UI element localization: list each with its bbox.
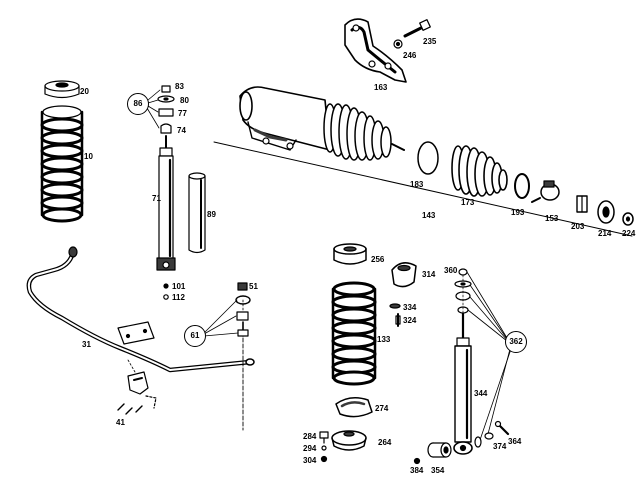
label-256: 256 <box>371 255 385 264</box>
label-264: 264 <box>378 438 392 447</box>
label-112: 112 <box>172 293 185 302</box>
part-71-shock-absorber <box>157 136 175 270</box>
label-354: 354 <box>431 466 445 475</box>
label-80: 80 <box>180 96 189 105</box>
label-334: 334 <box>403 303 417 312</box>
parts-83-80-77-74 <box>158 86 174 133</box>
label-284: 284 <box>303 432 317 441</box>
steering-gear-assembly <box>240 87 404 160</box>
label-133: 133 <box>377 335 391 344</box>
callout-86: 86 <box>127 93 149 115</box>
label-294: 294 <box>303 444 317 453</box>
part-51-61-link-rod <box>236 283 250 430</box>
parts-334-324 <box>390 304 400 326</box>
label-314: 314 <box>422 270 436 279</box>
stabilizer-clamp-plate <box>118 322 154 344</box>
part-20-spring-pad <box>45 81 79 98</box>
label-163: 163 <box>374 83 388 92</box>
label-384: 384 <box>410 466 424 475</box>
label-214: 214 <box>598 229 612 238</box>
label-71: 71 <box>152 194 161 203</box>
line-143-bracket <box>214 142 632 236</box>
label-364: 364 <box>508 437 522 446</box>
part-274-seat <box>336 398 372 417</box>
leaders-61 <box>204 300 238 336</box>
label-51: 51 <box>249 282 258 291</box>
label-246: 246 <box>403 51 417 60</box>
label-203: 203 <box>571 222 585 231</box>
part-256-spring-pad <box>334 244 366 264</box>
callout-61: 61 <box>184 325 206 347</box>
label-324: 324 <box>403 316 417 325</box>
part-314-mount <box>392 263 416 287</box>
label-153: 153 <box>545 214 559 223</box>
label-183: 183 <box>410 180 424 189</box>
parts-374-364 <box>475 422 508 448</box>
label-77: 77 <box>178 109 187 118</box>
label-304: 304 <box>303 456 317 465</box>
part-89-sleeve <box>189 173 205 253</box>
part-224 <box>623 213 633 225</box>
label-41: 41 <box>116 418 125 427</box>
label-101: 101 <box>172 282 186 291</box>
part-264-pad <box>332 431 366 450</box>
part-153-tie-rod-end <box>532 181 559 202</box>
label-10: 10 <box>84 152 93 161</box>
part-183-ring <box>418 142 438 174</box>
part-354-bushing <box>428 443 451 457</box>
callout-362: 362 <box>505 331 527 353</box>
part-10-coil-spring <box>42 106 82 221</box>
label-193: 193 <box>511 208 525 217</box>
label-274: 274 <box>375 404 389 413</box>
part-31-stabilizer-bar <box>29 247 254 370</box>
label-360: 360 <box>444 266 458 275</box>
label-224: 224 <box>622 229 636 238</box>
label-143: 143 <box>422 211 436 220</box>
part-41-mounting-parts <box>118 360 156 414</box>
parts-360-stack <box>455 269 471 313</box>
part-203 <box>577 196 587 212</box>
part-173-boot <box>452 146 507 196</box>
leaders-362 <box>467 272 511 440</box>
label-344: 344 <box>474 389 488 398</box>
part-133-coil-spring <box>333 283 375 384</box>
parts-101-112 <box>164 284 168 299</box>
label-235: 235 <box>423 37 437 46</box>
part-214 <box>598 201 614 223</box>
label-83: 83 <box>175 82 184 91</box>
label-173: 173 <box>461 198 475 207</box>
label-31: 31 <box>82 340 91 349</box>
part-384 <box>415 459 420 464</box>
parts-284-294-304 <box>320 432 328 462</box>
part-235-bolt <box>405 20 430 36</box>
part-163-bracket <box>345 19 406 82</box>
part-344-shock-absorber <box>454 312 472 454</box>
label-20: 20 <box>80 87 89 96</box>
label-89: 89 <box>207 210 216 219</box>
label-74: 74 <box>177 126 186 135</box>
part-193-clip <box>515 174 529 198</box>
leaders-86 <box>147 90 160 128</box>
label-374: 374 <box>493 442 507 451</box>
part-246-nut <box>394 40 402 48</box>
